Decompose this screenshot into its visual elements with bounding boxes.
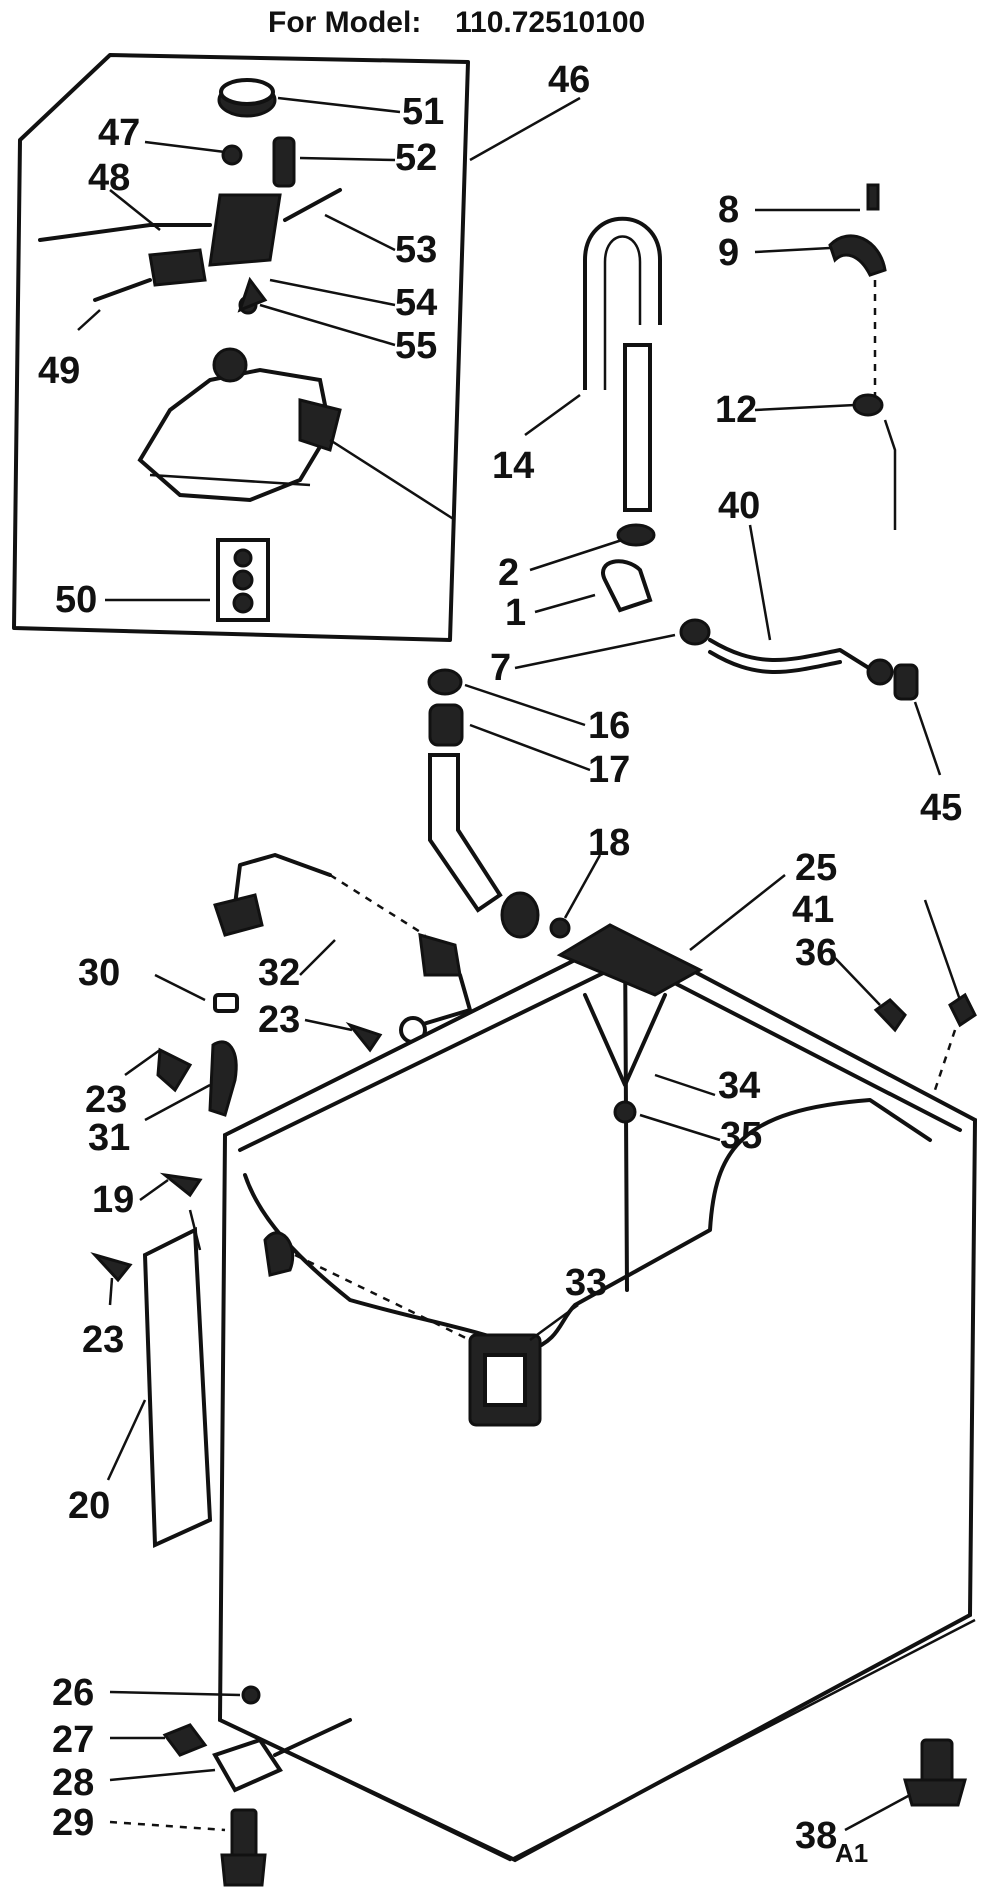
ref-label: 30 (78, 952, 120, 994)
ref-label: 17 (588, 749, 630, 791)
ref-label: 31 (88, 1117, 130, 1159)
ref-label: 7 (490, 647, 511, 689)
ref-label: 33 (565, 1262, 607, 1304)
ref-label: 9 (718, 232, 739, 274)
ref-label: 46 (548, 59, 590, 101)
ref-label: 23 (82, 1319, 124, 1361)
ref-label: 45 (920, 787, 962, 829)
ref-label: 55 (395, 325, 437, 367)
ref-label: 29 (52, 1802, 94, 1844)
ref-label: 20 (68, 1485, 110, 1527)
ref-label: 53 (395, 229, 437, 271)
ref-label: 40 (718, 485, 760, 527)
ref-label: 35 (720, 1115, 762, 1157)
ref-label: 14 (492, 445, 534, 487)
hose-assembly (427, 183, 919, 939)
ref-label: 51 (402, 91, 444, 133)
ref-label: 27 (52, 1719, 94, 1761)
ref-label: 23 (85, 1079, 127, 1121)
ref-label: 49 (38, 350, 80, 392)
leader-lines (77, 96, 962, 1832)
ref-label: 34 (718, 1065, 760, 1107)
ref-label: 32 (258, 952, 300, 994)
model-prefix: For Model: (268, 6, 421, 39)
ref-label: 23 (258, 999, 300, 1041)
ref-label: 1 (505, 592, 526, 634)
model-number: 110.72510100 (455, 6, 645, 39)
washer-cabinet (142, 923, 978, 1887)
drive-assembly-inset (12, 53, 470, 642)
ref-label: 8 (718, 189, 739, 231)
ref-label: 38 (795, 1815, 837, 1857)
reference-labels: 51 46 47 52 48 53 54 49 55 50 8 9 14 12 … (38, 59, 962, 1857)
ref-label: 54 (395, 282, 437, 324)
ref-label: 25 (795, 847, 837, 889)
ref-label: 19 (92, 1179, 134, 1221)
wiring-harness (90, 853, 472, 1283)
ref-label: 47 (98, 112, 140, 154)
ref-label: 50 (55, 579, 97, 621)
ref-label: 12 (715, 389, 757, 431)
ref-label: 52 (395, 137, 437, 179)
ref-label: 18 (588, 822, 630, 864)
ref-label: 48 (88, 157, 130, 199)
ref-label: 2 (498, 552, 519, 594)
ref-label: 28 (52, 1762, 94, 1804)
ref-label: 36 (795, 932, 837, 974)
ref-label: 16 (588, 705, 630, 747)
ref-label: 26 (52, 1672, 94, 1714)
ref-label: 41 (792, 889, 834, 931)
diagram-code: A1 (835, 1838, 868, 1868)
